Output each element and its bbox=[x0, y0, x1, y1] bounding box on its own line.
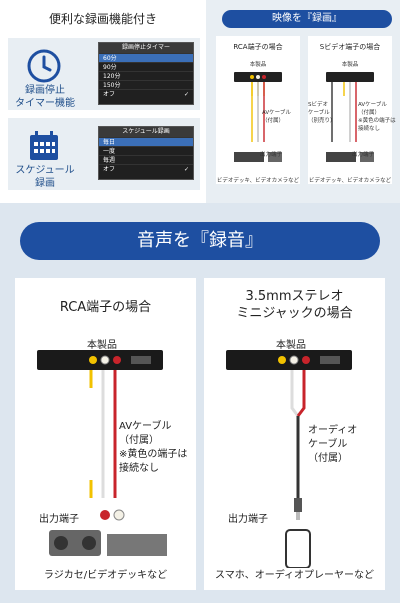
audio-mini-cable-label: オーディオ ケーブル （付属） bbox=[308, 425, 358, 464]
audio-mini-caption: スマホ、オーディオプレーヤーなど bbox=[215, 570, 374, 581]
schedule-menu-screen: スケジュール録画 毎日一度毎週オフ✓ bbox=[98, 126, 194, 180]
audio-rca-output-label: 出力端子 bbox=[39, 514, 79, 525]
audio-rca-caption: ラジカセ/ビデオデッキなど bbox=[43, 570, 168, 581]
audio-mini-heading: 3.5mmステレオ ミニジャックの場合 bbox=[236, 289, 353, 321]
video-deck-icon bbox=[107, 534, 167, 556]
video-rca-cable-label: AVケーブル （付属） bbox=[262, 110, 291, 124]
video-rca-output-label: 出力端子 bbox=[260, 152, 283, 158]
video-svideo-panel: Sビデオ端子の場合 本製品 Sビデオ ケーブル （別売り） AVケーブル （付属… bbox=[308, 36, 396, 184]
audio-mini-product-label: 本製品 bbox=[276, 340, 306, 351]
timer-feature-label: 録画停止 タイマー機能 bbox=[15, 85, 75, 109]
audio-record-title: 音声を『録音』 bbox=[20, 222, 380, 260]
capture-device-icon bbox=[37, 350, 163, 370]
audio-mini-diagram bbox=[226, 350, 352, 568]
timer-menu-item[interactable]: 150分 bbox=[99, 80, 193, 89]
checkmark-icon: ✓ bbox=[183, 91, 189, 98]
timer-menu-item[interactable]: 90分 bbox=[99, 62, 193, 71]
schedule-menu-item[interactable]: 毎週 bbox=[99, 155, 193, 164]
schedule-menu-item[interactable]: 毎日 bbox=[99, 137, 193, 146]
video-record-title: 映像を『録画』 bbox=[222, 10, 392, 28]
video-svideo-diagram bbox=[326, 72, 374, 162]
clock-icon bbox=[27, 49, 61, 83]
video-deck-icon bbox=[326, 152, 356, 162]
video-svideo-av-cable-label: AVケーブル （付属） ※黄色の端子は 接続なし bbox=[358, 102, 396, 132]
timer-menu-item[interactable]: 120分 bbox=[99, 71, 193, 80]
audio-rca-product-label: 本製品 bbox=[87, 340, 117, 351]
schedule-feature-label: スケジュール 録画 bbox=[15, 165, 75, 189]
timer-menu-item[interactable]: 60分 bbox=[99, 53, 193, 62]
video-rca-product-label: 本製品 bbox=[249, 62, 267, 68]
schedule-menu-item[interactable]: オフ✓ bbox=[99, 164, 193, 173]
audio-mini-panel: 3.5mmステレオ ミニジャックの場合 本製品 オーディオ ケーブル （付属） … bbox=[204, 278, 385, 590]
video-rca-diagram bbox=[234, 72, 282, 162]
video-camera-icon bbox=[268, 152, 282, 162]
audio-mini-output-label: 出力端子 bbox=[228, 514, 268, 525]
schedule-menu-list: 毎日一度毎週オフ✓ bbox=[99, 137, 193, 173]
schedule-feature-card: スケジュール 録画 スケジュール録画 毎日一度毎週オフ✓ bbox=[8, 118, 200, 190]
video-svideo-output-label: 出力端子 bbox=[352, 152, 375, 158]
video-svideo-heading: Sビデオ端子の場合 bbox=[319, 43, 381, 51]
capture-device-icon bbox=[226, 350, 352, 370]
timer-menu-title: 録画停止タイマー bbox=[99, 43, 193, 53]
audio-rca-panel: RCA端子の場合 本製品 AVケーブル （付属） ※黄色の端子は 接続なし 出力… bbox=[15, 278, 196, 590]
video-svideo-caption: ビデオデッキ、ビデオカメラなど bbox=[308, 178, 392, 184]
video-rca-caption: ビデオデッキ、ビデオカメラなど bbox=[216, 178, 300, 184]
video-camera-icon bbox=[360, 152, 374, 162]
video-deck-icon bbox=[234, 152, 264, 162]
calendar-icon bbox=[30, 131, 58, 160]
video-rca-heading: RCA端子の場合 bbox=[233, 43, 283, 51]
schedule-menu-item[interactable]: 一度 bbox=[99, 146, 193, 155]
audio-rca-diagram bbox=[37, 350, 167, 556]
schedule-menu-title: スケジュール録画 bbox=[99, 127, 193, 137]
capture-device-icon bbox=[326, 72, 374, 82]
timer-menu-item[interactable]: オフ✓ bbox=[99, 89, 193, 98]
smartphone-icon bbox=[285, 529, 311, 568]
features-heading: 便利な録画機能付き bbox=[48, 12, 157, 26]
video-rca-panel: RCA端子の場合 本製品 AVケーブル （付属） 出力端子 ビデオデッキ、ビデオ… bbox=[216, 36, 300, 184]
video-svideo-product-label: 本製品 bbox=[341, 62, 359, 68]
video-svideo-s-cable-label: Sビデオ ケーブル （別売り） bbox=[308, 102, 336, 124]
audio-rca-heading: RCA端子の場合 bbox=[59, 300, 152, 315]
checkmark-icon: ✓ bbox=[183, 166, 189, 173]
audio-rca-cable-label: AVケーブル （付属） ※黄色の端子は 接続なし bbox=[119, 421, 188, 474]
